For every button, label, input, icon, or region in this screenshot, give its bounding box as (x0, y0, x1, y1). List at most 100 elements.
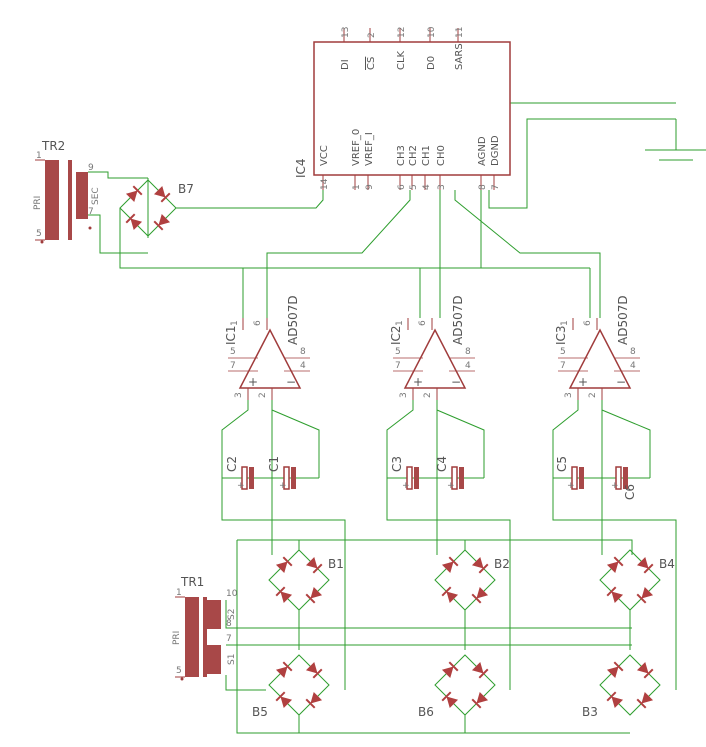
opamp-pin-num: 7 (560, 361, 566, 371)
diode-triangle (310, 691, 323, 704)
bridge-b2: B2 (434, 549, 510, 611)
capacitor-plate (291, 467, 296, 489)
capacitor-plate (459, 467, 464, 489)
capacitor-c6: +C6 (611, 466, 637, 500)
tr1-core (203, 597, 207, 677)
diode-triangle (275, 561, 288, 574)
diode-triangle (471, 661, 484, 674)
opamp-pin-num: 1 (230, 320, 240, 326)
tr1-s2-coil (207, 600, 221, 629)
tr2-sec-label: SEC (91, 187, 101, 205)
ic4-bottom-pin-num: 8 (478, 184, 488, 190)
diode-bar (282, 556, 293, 567)
tr2-name: TR2 (41, 139, 65, 153)
tr1-s1-label: S1 (227, 654, 237, 665)
capacitor-plate (241, 466, 248, 490)
diode-bar (613, 661, 624, 672)
capacitor-plate (623, 467, 628, 489)
diode-triangle (158, 213, 171, 226)
opamp-minus-sign: − (451, 375, 461, 389)
diode (275, 556, 293, 574)
opamp-pin-num: 3 (399, 392, 409, 398)
diode-triangle (446, 696, 459, 709)
diode-triangle (636, 661, 649, 674)
diode-triangle (636, 556, 649, 569)
diode-bar (643, 563, 654, 574)
capacitor-c4: +C4 (435, 456, 464, 491)
diode (153, 185, 171, 203)
tr1-name: TR1 (180, 575, 204, 589)
tr2-core (68, 160, 72, 240)
diode-bar (305, 593, 316, 604)
tr2-primary-coil (45, 160, 59, 240)
diode-bar (312, 563, 323, 574)
capacitor-plate (579, 467, 584, 489)
diode-bar (613, 556, 624, 567)
diode-bar (636, 593, 647, 604)
capacitor-c3: +C3 (390, 456, 419, 491)
opamp-part: AD507D (616, 295, 630, 345)
opamp-name: IC1 (224, 325, 238, 345)
opamp-pin-num: 6 (418, 320, 428, 326)
capacitor-plate (414, 467, 419, 489)
diode-triangle (611, 591, 624, 604)
diode (441, 661, 459, 679)
diode (305, 586, 323, 604)
diode-bar (441, 691, 452, 702)
opamp-pin-num: 1 (560, 320, 570, 326)
ic4-bottom-pin-label: CH1 (421, 145, 432, 166)
opamp-pin-num: 8 (630, 347, 636, 357)
diode (275, 586, 293, 604)
diode-bar (125, 213, 136, 224)
diode-bar (478, 668, 489, 679)
ic4-bottom-pin-label: VREF_I (364, 132, 375, 166)
diode-triangle (305, 556, 318, 569)
tr1-primary-coil (185, 597, 199, 677)
capacitor-name: C6 (623, 484, 637, 500)
diode (305, 691, 323, 709)
tr1-pin-5: 5 (176, 666, 182, 676)
ic4-bottom-pin-label: VREF_0 (351, 129, 362, 166)
opamp-pin-num: 7 (230, 361, 236, 371)
bridge-b4: B4 (599, 549, 675, 611)
diode-triangle (310, 586, 323, 599)
opamp-pin-num: 2 (423, 392, 433, 398)
opamp-pin-num: 5 (395, 347, 401, 357)
diode (275, 661, 293, 679)
bridge-b5: B5 (252, 654, 330, 719)
diode-triangle (275, 666, 288, 679)
ic4-bottom-pin-label: DGND (490, 135, 501, 166)
ic4-top-pin-label: CLK (396, 50, 407, 70)
opamp-pin-num: 7 (395, 361, 401, 371)
diode-triangle (441, 666, 454, 679)
opamp-pin-num: 5 (560, 347, 566, 357)
capacitor-plate (451, 466, 458, 490)
opamp-part: AD507D (451, 295, 465, 345)
ic4-bottom-pin-num: 9 (365, 184, 375, 190)
diode-bar (606, 691, 617, 702)
capacitor-polarity: + (402, 481, 410, 491)
capacitor-group: +C2+C1+C3+C4+C5+C6 (225, 456, 637, 500)
ic4-bottom-pin-label: CH3 (396, 145, 407, 166)
ic4-top-pin-label: SARS (454, 43, 465, 70)
opamp-pin-num: 1 (395, 320, 405, 326)
bridge-name: B2 (494, 557, 510, 571)
opamp-pin-num: 6 (583, 320, 593, 326)
ic4-top-pin-num: 13 (341, 27, 351, 38)
diode-triangle (476, 586, 489, 599)
diode (441, 691, 459, 709)
bridge-name: B5 (252, 705, 268, 719)
opamp-pin-num: 2 (588, 392, 598, 398)
diode-triangle (611, 696, 624, 709)
ic4-bottom-pin-num: 5 (409, 184, 419, 190)
diode-bar (275, 691, 286, 702)
diode-bar (160, 192, 171, 203)
diode-triangle (280, 591, 293, 604)
diode (636, 691, 654, 709)
tr2-pin-1: 1 (36, 151, 42, 161)
opamp-plus-sign: + (413, 375, 423, 389)
diode-bar (448, 661, 459, 672)
diode (125, 185, 143, 203)
diode-triangle (441, 561, 454, 574)
